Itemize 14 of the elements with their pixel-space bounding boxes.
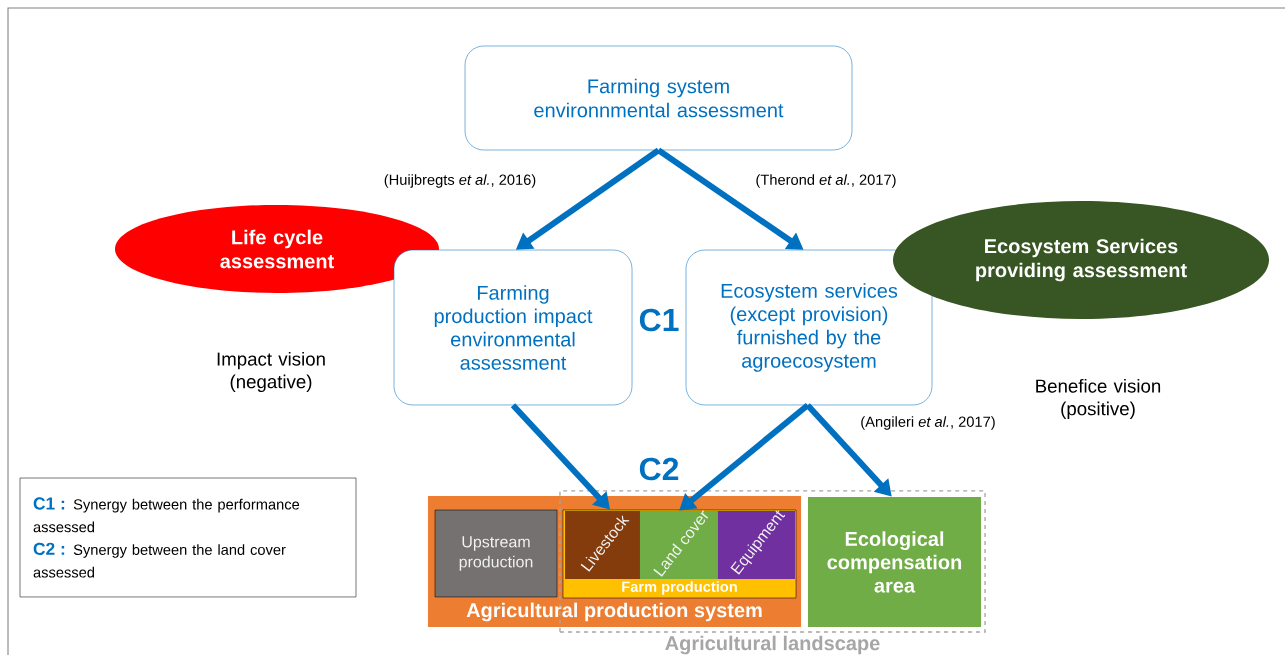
area-box: Ecological compensation area bbox=[807, 497, 982, 627]
process-box: Ecosystem services (except provision) furnished by the agroecosystem bbox=[685, 249, 933, 406]
citation-label: (Huijbregts et al., 2016) bbox=[384, 174, 536, 188]
node-label: Agricultural landscape bbox=[665, 635, 880, 655]
connection-label: C1 bbox=[639, 308, 679, 332]
key-box: C1 : Synergy between the performance assessed C2 : Synergy between the land cover assessed bbox=[19, 477, 357, 598]
citation-label: (Angileri et al., 2017) bbox=[861, 416, 995, 430]
vision-label: Benefice vision (positive) bbox=[1036, 378, 1161, 419]
vision-label: Impact vision (negative) bbox=[217, 351, 325, 392]
process-box: Farming production impact environmental assessment bbox=[393, 249, 633, 406]
citation-label: (Therond et al., 2017) bbox=[756, 174, 896, 188]
process-box: Farming system environnmental assessment bbox=[464, 45, 853, 151]
connection-label: C2 bbox=[639, 457, 679, 481]
component-box: Upstream production bbox=[434, 509, 558, 598]
